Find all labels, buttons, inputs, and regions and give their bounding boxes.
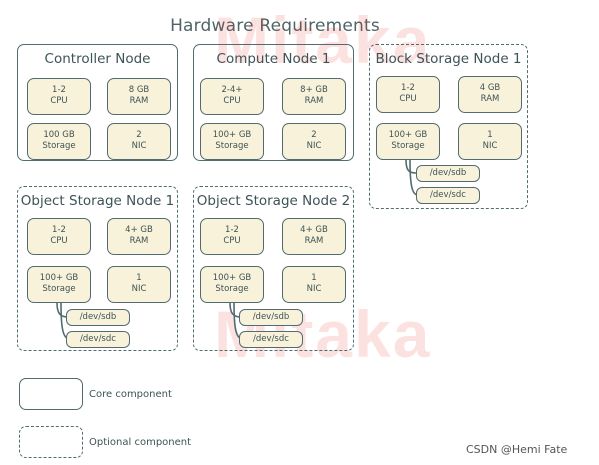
object-storage-node-2: Object Storage Node 2 1-2 CPU 4+ GB RAM … [193, 186, 354, 351]
disk-connectors [229, 302, 244, 340]
legend-optional-swatch [19, 426, 83, 458]
storage-block: 100+ GB Storage [200, 123, 264, 160]
cpu-block: 1-2 CPU [27, 218, 91, 255]
ram-value: 4+ GB [125, 225, 153, 235]
legend-core-swatch [19, 378, 83, 410]
nic-label: NIC [306, 141, 322, 151]
cpu-block: 1-2 CPU [27, 78, 91, 115]
nic-value: 2 [311, 130, 317, 140]
storage-value: 100 GB [43, 130, 75, 140]
nic-block: 2 NIC [107, 123, 171, 160]
node-title: Object Storage Node 1 [20, 193, 175, 209]
storage-label: Storage [42, 141, 76, 151]
ram-label: RAM [129, 236, 149, 246]
legend-core-label: Core component [89, 389, 172, 400]
nic-block: 1 NIC [458, 123, 522, 160]
cpu-value: 2-4+ [221, 85, 243, 95]
storage-value: 100+ GB [39, 273, 79, 283]
ram-value: 8+ GB [300, 85, 328, 95]
ram-block: 4 GB RAM [458, 76, 522, 113]
storage-value: 100+ GB [212, 130, 252, 140]
nic-value: 2 [136, 130, 142, 140]
disk-connectors [56, 302, 71, 340]
nic-label: NIC [131, 284, 147, 294]
controller-node: Controller Node 1-2 CPU 8 GB RAM 100 GB … [17, 44, 178, 161]
storage-value: 100+ GB [388, 130, 428, 140]
watermark-top: Mitaka [214, 3, 432, 77]
storage-label: Storage [391, 141, 425, 151]
cpu-label: CPU [223, 96, 241, 106]
disk-sdc: /dev/sdc [239, 331, 303, 348]
cpu-block: 2-4+ CPU [200, 78, 264, 115]
nic-label: NIC [306, 284, 322, 294]
ram-block: 4+ GB RAM [107, 218, 171, 255]
ram-label: RAM [304, 236, 324, 246]
ram-block: 4+ GB RAM [282, 218, 346, 255]
nic-value: 1 [136, 273, 142, 283]
cpu-block: 1-2 CPU [200, 218, 264, 255]
storage-label: Storage [215, 284, 249, 294]
object-storage-node-1: Object Storage Node 1 1-2 CPU 4+ GB RAM … [17, 186, 178, 351]
ram-value: 4 GB [479, 83, 501, 93]
cpu-value: 1-2 [52, 85, 66, 95]
node-title: Compute Node 1 [216, 51, 331, 67]
ram-value: 4+ GB [300, 225, 328, 235]
nic-block: 1 NIC [282, 266, 346, 303]
cpu-value: 1-2 [52, 225, 66, 235]
cpu-label: CPU [50, 96, 68, 106]
disk-sdb: /dev/sdb [416, 165, 480, 182]
nic-block: 2 NIC [282, 123, 346, 160]
diagram-title: Hardware Requirements [170, 16, 380, 36]
disk-sdc: /dev/sdc [66, 331, 130, 348]
nic-block: 1 NIC [107, 266, 171, 303]
block-storage-node: Block Storage Node 1 1-2 CPU 4 GB RAM 10… [369, 44, 528, 209]
footer-attribution: CSDN @Hemi Fate [466, 443, 568, 456]
ram-block: 8+ GB RAM [282, 78, 346, 115]
storage-block: 100+ GB Storage [376, 123, 440, 160]
cpu-block: 1-2 CPU [376, 76, 440, 113]
legend-optional-label: Optional component [89, 437, 192, 448]
storage-label: Storage [42, 284, 76, 294]
disk-connectors [405, 159, 419, 196]
node-title: Controller Node [44, 51, 151, 67]
ram-label: RAM [304, 96, 324, 106]
cpu-label: CPU [399, 94, 417, 104]
storage-block: 100+ GB Storage [27, 266, 91, 303]
storage-block: 100 GB Storage [27, 123, 91, 160]
disk-sdc: /dev/sdc [416, 187, 480, 204]
node-title: Block Storage Node 1 [375, 51, 522, 67]
storage-label: Storage [215, 141, 249, 151]
cpu-value: 1-2 [225, 225, 239, 235]
cpu-value: 1-2 [401, 83, 415, 93]
nic-label: NIC [482, 141, 498, 151]
cpu-label: CPU [50, 236, 68, 246]
compute-node: Compute Node 1 2-4+ CPU 8+ GB RAM 100+ G… [193, 44, 354, 161]
nic-value: 1 [487, 130, 493, 140]
ram-label: RAM [129, 96, 149, 106]
nic-label: NIC [131, 141, 147, 151]
disk-sdb: /dev/sdb [239, 309, 303, 326]
ram-label: RAM [480, 94, 500, 104]
disk-sdb: /dev/sdb [66, 309, 130, 326]
node-title: Object Storage Node 2 [196, 193, 351, 209]
storage-block: 100+ GB Storage [200, 266, 264, 303]
cpu-label: CPU [223, 236, 241, 246]
ram-block: 8 GB RAM [107, 78, 171, 115]
storage-value: 100+ GB [212, 273, 252, 283]
nic-value: 1 [311, 273, 317, 283]
ram-value: 8 GB [128, 85, 150, 95]
